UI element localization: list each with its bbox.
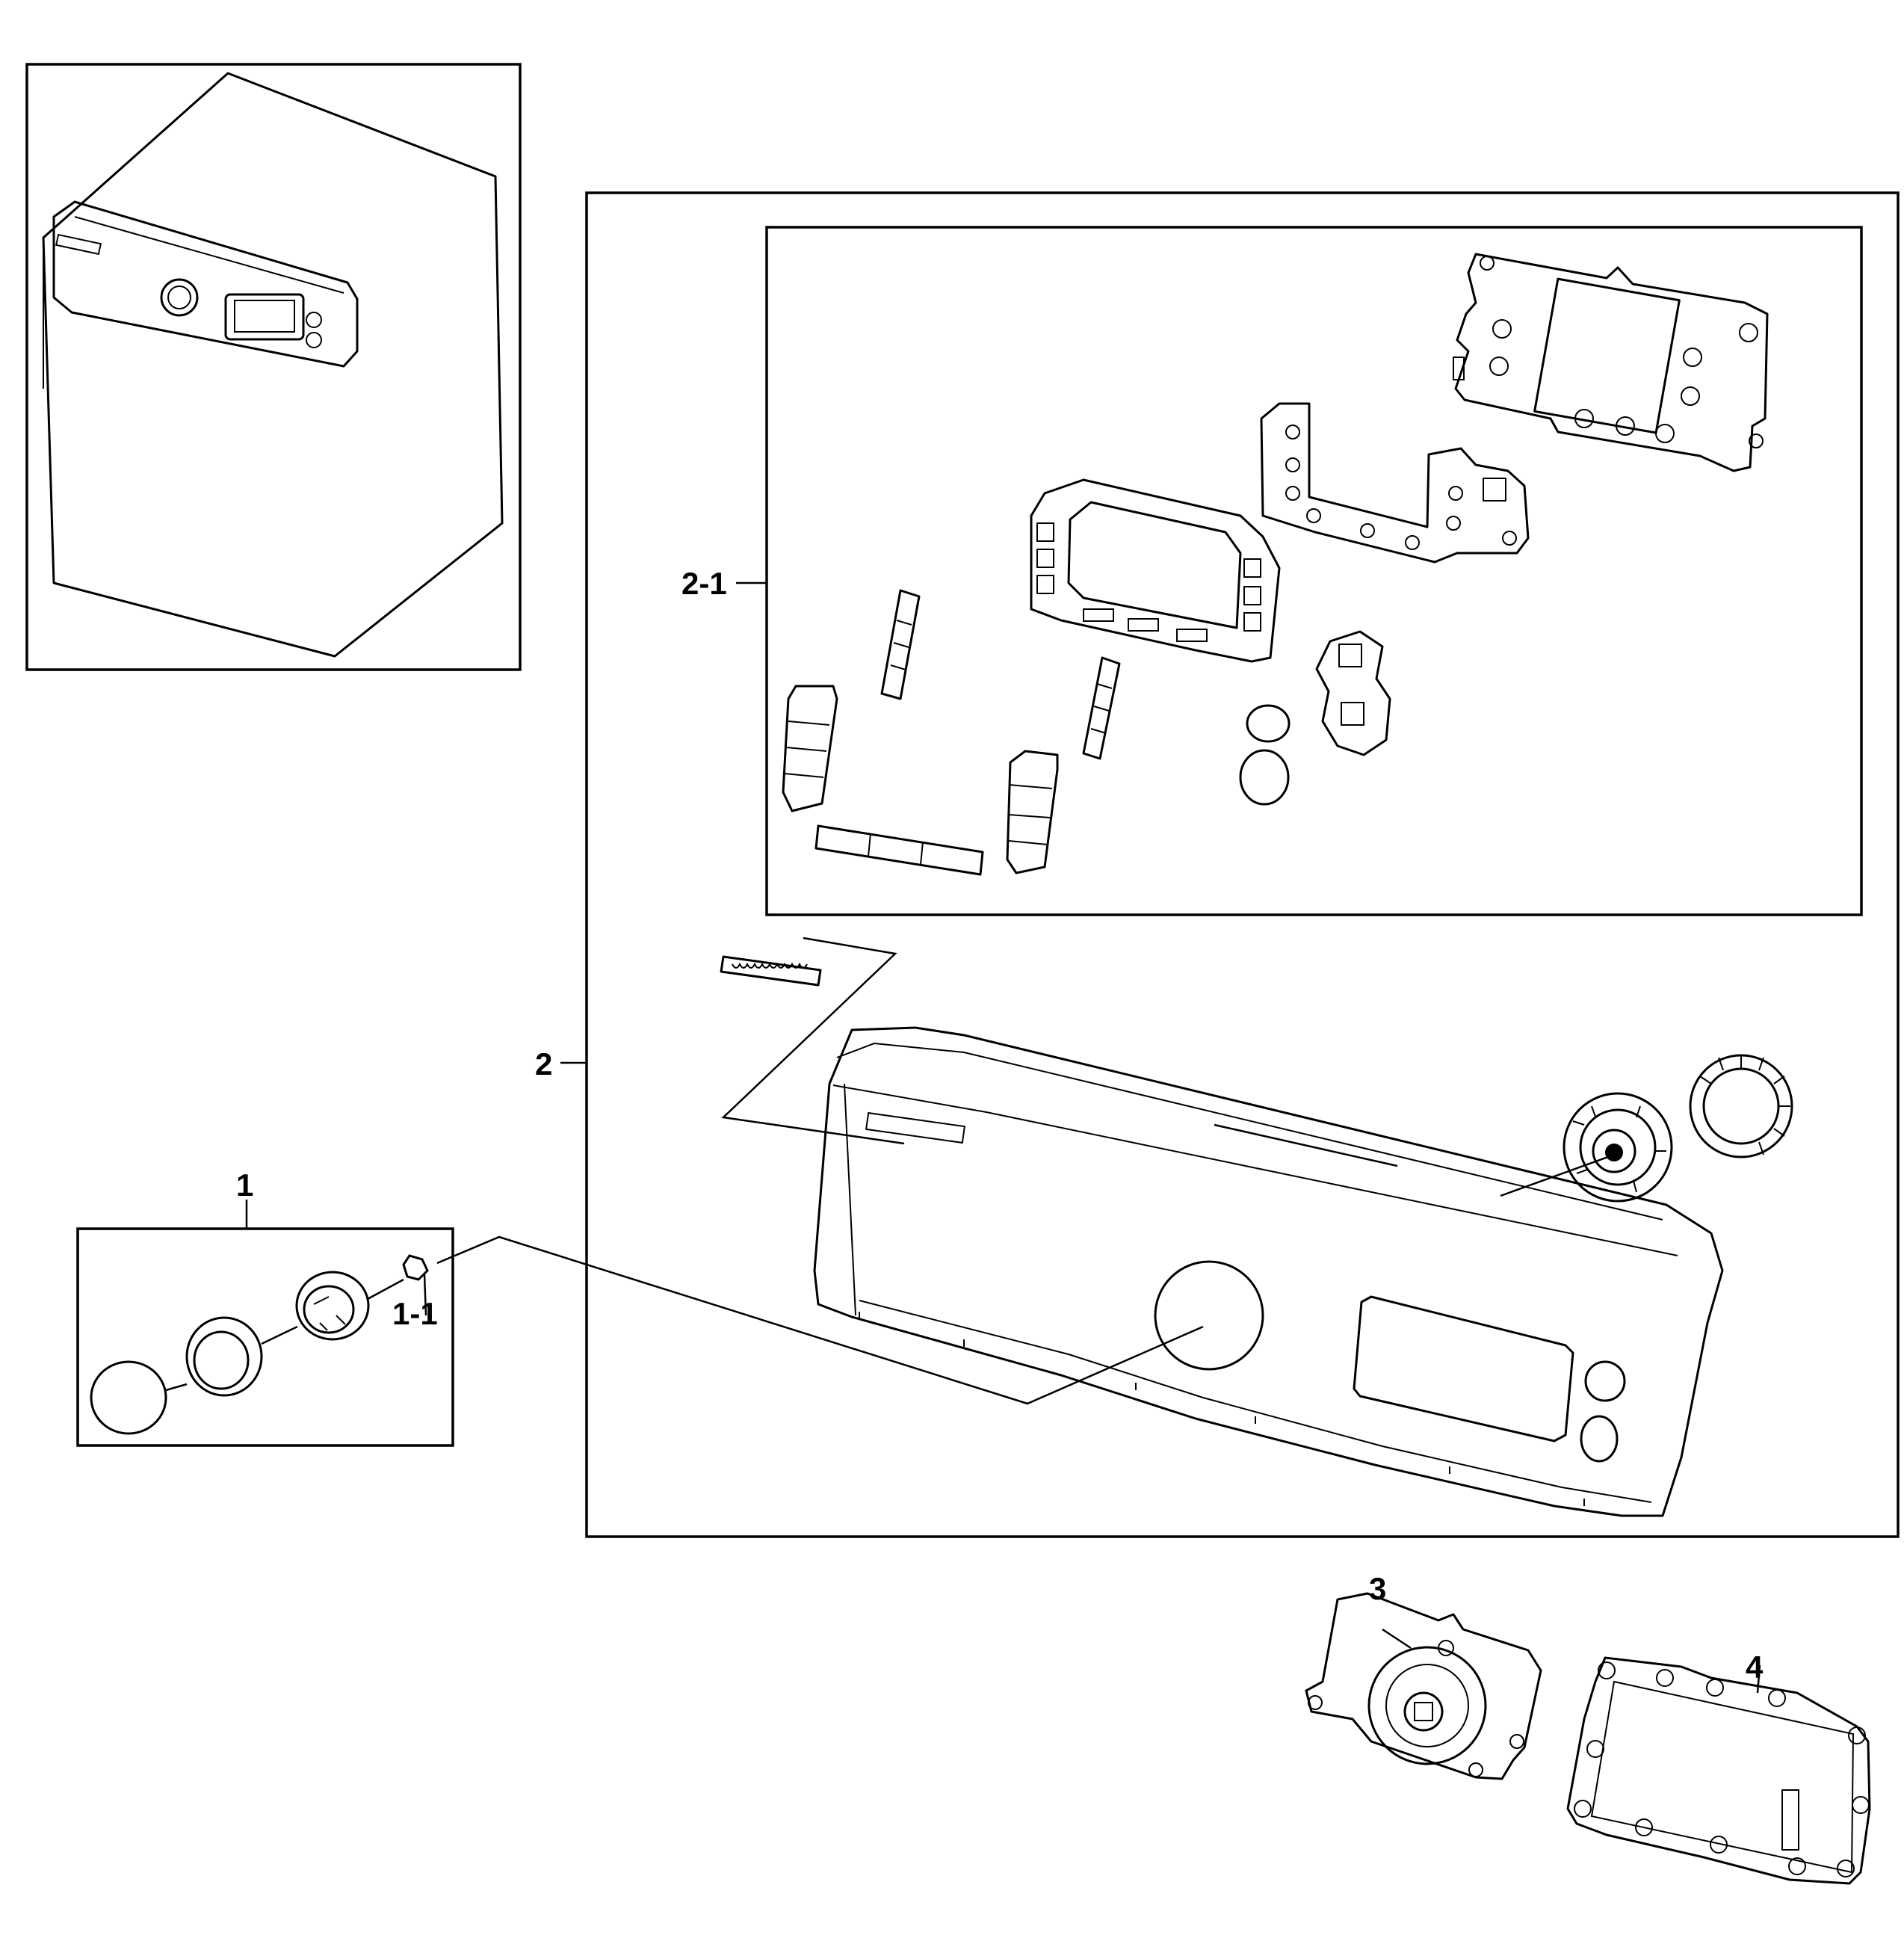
- display-window: [224, 293, 305, 341]
- dial-knob: [160, 278, 199, 317]
- knob-opening: [1154, 1260, 1264, 1371]
- button-keys-right: [1006, 750, 1059, 874]
- round-button-oval: [1239, 749, 1290, 806]
- button-top: [306, 312, 322, 328]
- callout-2-1: 2-1: [681, 566, 727, 601]
- overview-frame: [25, 63, 522, 671]
- knob-cap: [90, 1360, 167, 1435]
- button-opening-top: [1584, 1360, 1626, 1402]
- button-strip-vertical-left: [880, 589, 921, 700]
- appliance-body-outline: [42, 72, 504, 658]
- knob-body: [295, 1271, 370, 1341]
- button-keys-left: [782, 685, 838, 812]
- pcb-assembly-frame: [765, 226, 1863, 916]
- knob-assembly-frame: [76, 1227, 454, 1447]
- callout-4: 4: [1746, 1650, 1764, 1685]
- button-keys-bottom: [815, 824, 984, 876]
- pcb-bracket-large: [1453, 253, 1769, 472]
- nut-leader: [423, 1274, 427, 1316]
- round-button-small: [1246, 704, 1291, 743]
- callout-3: 3: [1369, 1571, 1386, 1606]
- button-opening-bottom: [1580, 1415, 1619, 1463]
- encoder-ring: [1689, 1054, 1793, 1158]
- panel-assembly-frame: [585, 191, 1900, 1538]
- knob-ring: [185, 1316, 263, 1397]
- knob-assembly: [90, 1254, 429, 1435]
- callout-2: 2: [535, 1046, 552, 1081]
- encoder-pcb-bracket: [1305, 1592, 1542, 1780]
- control-panel-body: [813, 1026, 1724, 1517]
- panel-label-strip-top: [720, 955, 822, 987]
- encoder-leader: [1500, 1153, 1615, 1197]
- knob-nut: [402, 1254, 429, 1281]
- dial-knob-inner: [167, 286, 191, 309]
- display-pcb-bracket: [1566, 1656, 1871, 1885]
- display-opening: [1353, 1295, 1574, 1442]
- control-panel-top-edge: [74, 216, 344, 294]
- appliance-overview: [25, 63, 522, 671]
- display-frame: [1030, 478, 1281, 663]
- button-bottom: [306, 332, 322, 348]
- brand-strip: [55, 233, 102, 256]
- callout-1-1: 1-1: [392, 1296, 438, 1331]
- button-holder-double: [1315, 630, 1391, 756]
- label-sheet-outline: [721, 936, 905, 1145]
- panel-top-seam: [1214, 1123, 1398, 1167]
- display-screen: [234, 300, 295, 333]
- encoder-assembly: [1563, 1092, 1673, 1203]
- button-strip-vertical-mid: [1082, 656, 1121, 760]
- button-bracket-l-shape: [1260, 402, 1530, 564]
- callout-1: 1: [236, 1167, 253, 1203]
- knob-to-panel-leader: [436, 1235, 1204, 1405]
- control-panel-outline: [52, 200, 359, 368]
